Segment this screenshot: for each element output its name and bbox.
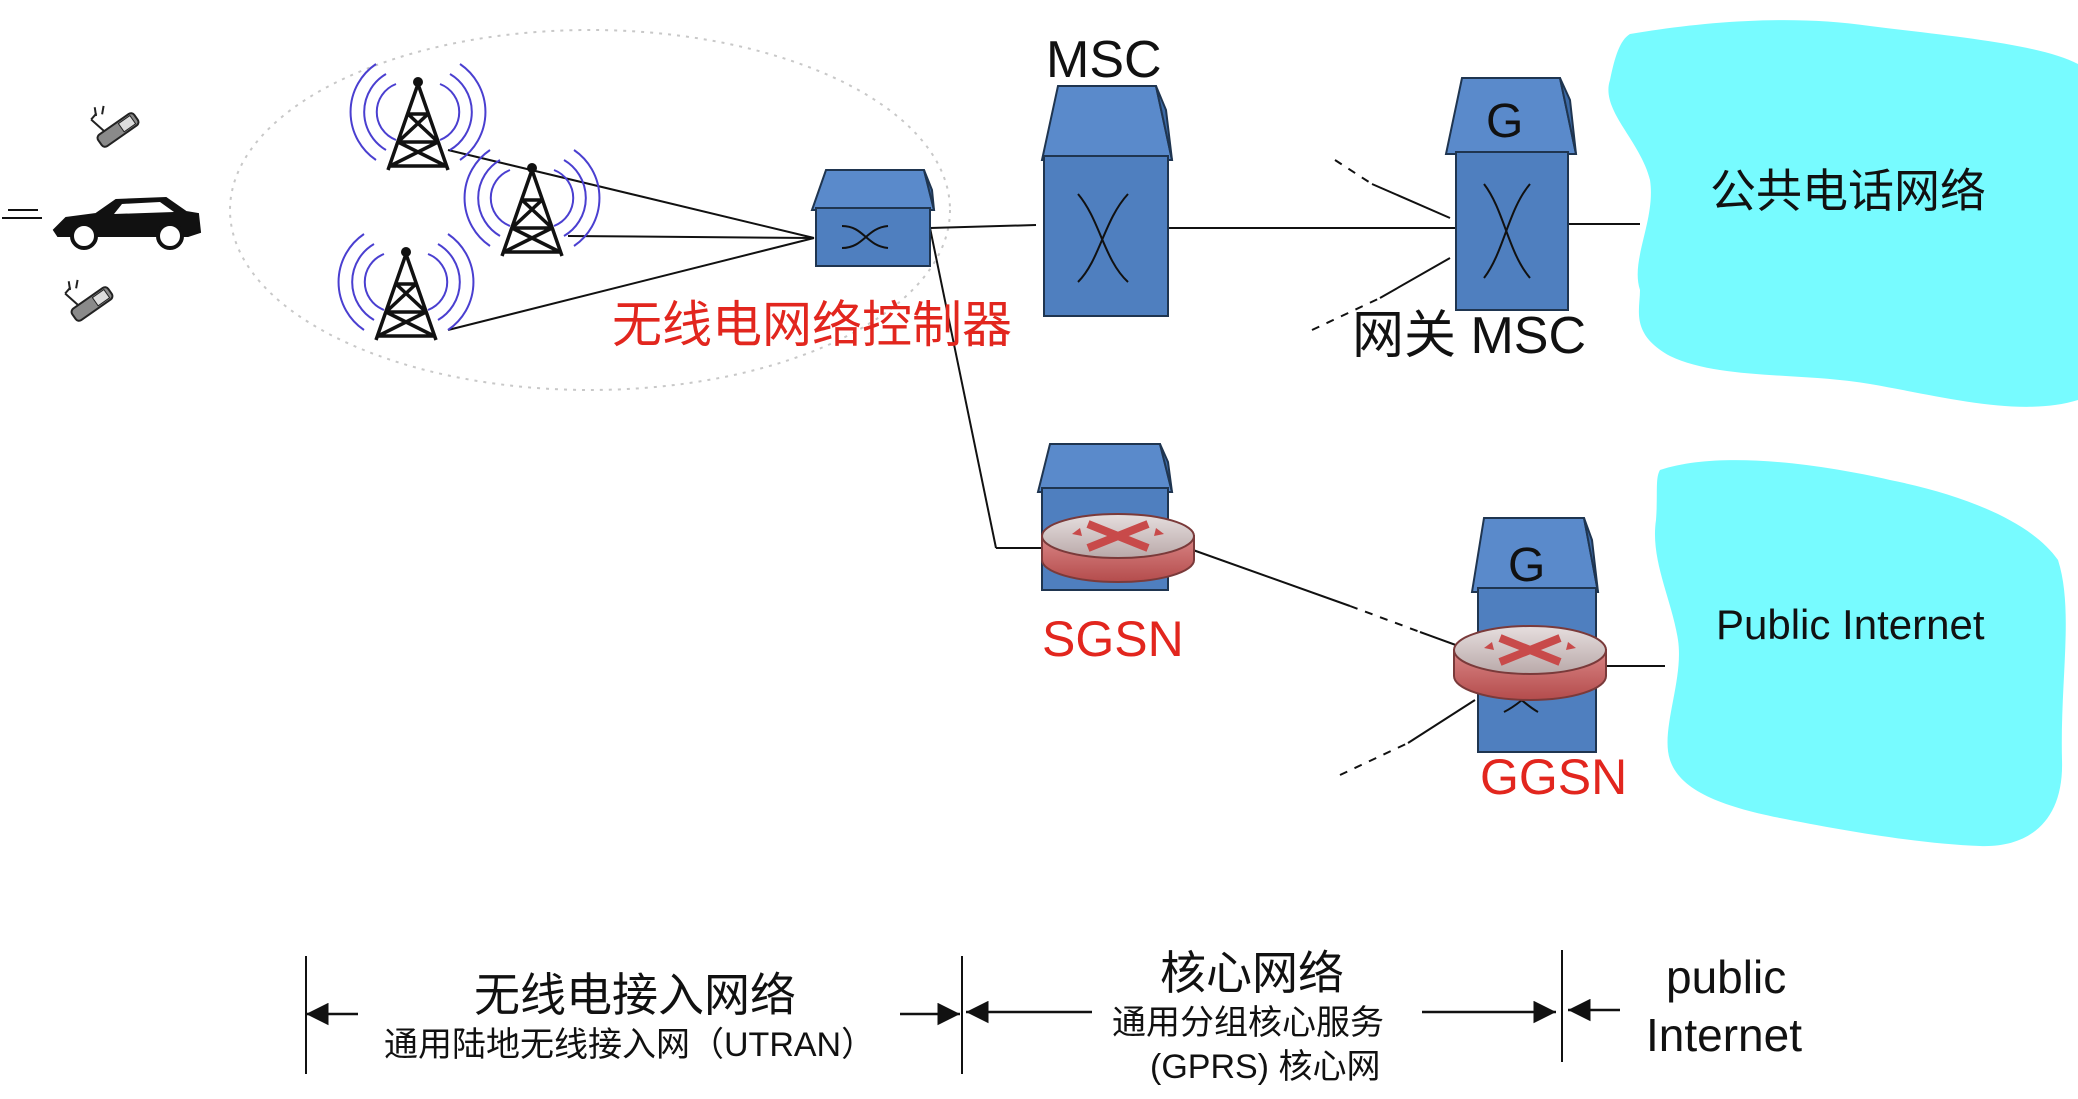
ggsn-label: GGSN bbox=[1480, 749, 1628, 805]
msc-label: MSC bbox=[1046, 31, 1162, 89]
internet-cloud-label: Public Internet bbox=[1716, 601, 1985, 648]
sgsn-label: SGSN bbox=[1042, 611, 1184, 667]
ggsn-router-icon bbox=[1453, 625, 1607, 701]
gateway-msc-letter: G bbox=[1486, 95, 1524, 148]
tower-icon bbox=[337, 233, 475, 341]
internet-cloud-icon bbox=[1654, 460, 2066, 847]
core-section-title: 核心网络 bbox=[1160, 947, 1344, 999]
tower-icon bbox=[463, 149, 601, 257]
car-icon bbox=[2, 196, 202, 250]
core-section-subtitle-1: 通用分组核心服务 bbox=[1112, 1004, 1384, 1042]
cellphone-icon bbox=[90, 105, 140, 148]
rnc-label: 无线电网络控制器 bbox=[612, 297, 1012, 353]
public-section-line-1: public bbox=[1666, 951, 1787, 1003]
msc-switch-building-icon bbox=[1040, 85, 1174, 317]
cellphone-icon bbox=[64, 279, 114, 322]
links bbox=[447, 149, 1665, 744]
public-section-line-2: Internet bbox=[1646, 1009, 1802, 1061]
ran-section-subtitle: 通用陆地无线接入网（UTRAN） bbox=[384, 1026, 876, 1064]
gateway-msc-label: 网关 MSC bbox=[1352, 307, 1587, 365]
pstn-cloud-label: 公共电话网络 bbox=[1710, 165, 1986, 217]
tower-icon bbox=[349, 63, 487, 171]
dashed-links bbox=[1311, 159, 1421, 776]
section-arrows bbox=[306, 998, 1620, 1026]
ran-section-title: 无线电接入网络 bbox=[474, 969, 796, 1021]
gateway-msc-building-icon bbox=[1444, 77, 1578, 311]
coverage-area bbox=[229, 29, 951, 391]
pstn-cloud-icon bbox=[1608, 20, 2078, 407]
ggsn-letter: G bbox=[1508, 539, 1546, 592]
sgsn-router-icon bbox=[1041, 513, 1195, 583]
core-section-subtitle-2: (GPRS) 核心网 bbox=[1150, 1048, 1381, 1086]
rnc-switch-building-icon bbox=[810, 169, 936, 267]
